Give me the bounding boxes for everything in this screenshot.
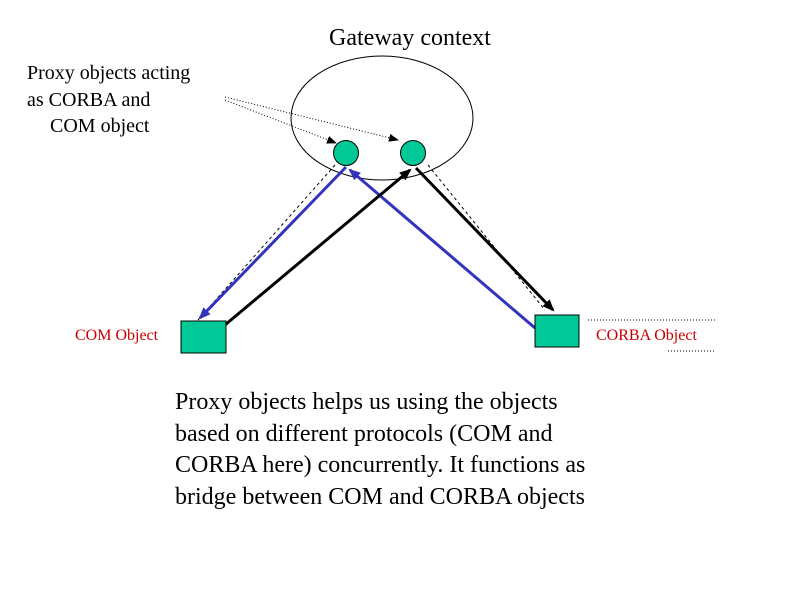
proxy-label-line-2: as CORBA and — [27, 88, 151, 111]
caption-line-3: CORBA here) concurrently. It functions a… — [175, 452, 586, 478]
caption-line-2: based on different protocols (COM and — [175, 420, 553, 447]
proxy-label-line-3: COM object — [50, 115, 150, 137]
blue-arrow-to-com-object — [198, 165, 348, 320]
dashed-link-com — [197, 164, 336, 321]
dashed-link-corba — [427, 164, 546, 311]
label-pointer-left — [224, 99, 337, 144]
com-object-label: COM Object — [75, 327, 159, 344]
proxy-objects-label: Proxy objects acting as CORBA and COM ob… — [27, 60, 190, 140]
label-pointer-right — [224, 96, 399, 142]
proxy-label-line-1: Proxy objects acting — [27, 62, 191, 84]
black-arrow-to-corba-object — [414, 166, 555, 312]
corba-object-label: CORBA Object — [596, 327, 697, 344]
proxy-node-right — [400, 140, 426, 166]
gateway-context-ellipse — [290, 55, 474, 181]
caption-line-4: bridge between COM and CORBA objects — [175, 483, 585, 510]
proxy-node-left — [333, 140, 359, 166]
gateway-context-title: Gateway context — [329, 25, 491, 51]
corba-object-box — [534, 314, 580, 348]
caption-line-1: Proxy objects helps us using the objects — [175, 389, 558, 415]
caption-text: Proxy objects helps us using the objects… — [175, 387, 675, 513]
com-object-box — [180, 320, 227, 354]
black-arrow-to-proxy — [212, 168, 412, 337]
